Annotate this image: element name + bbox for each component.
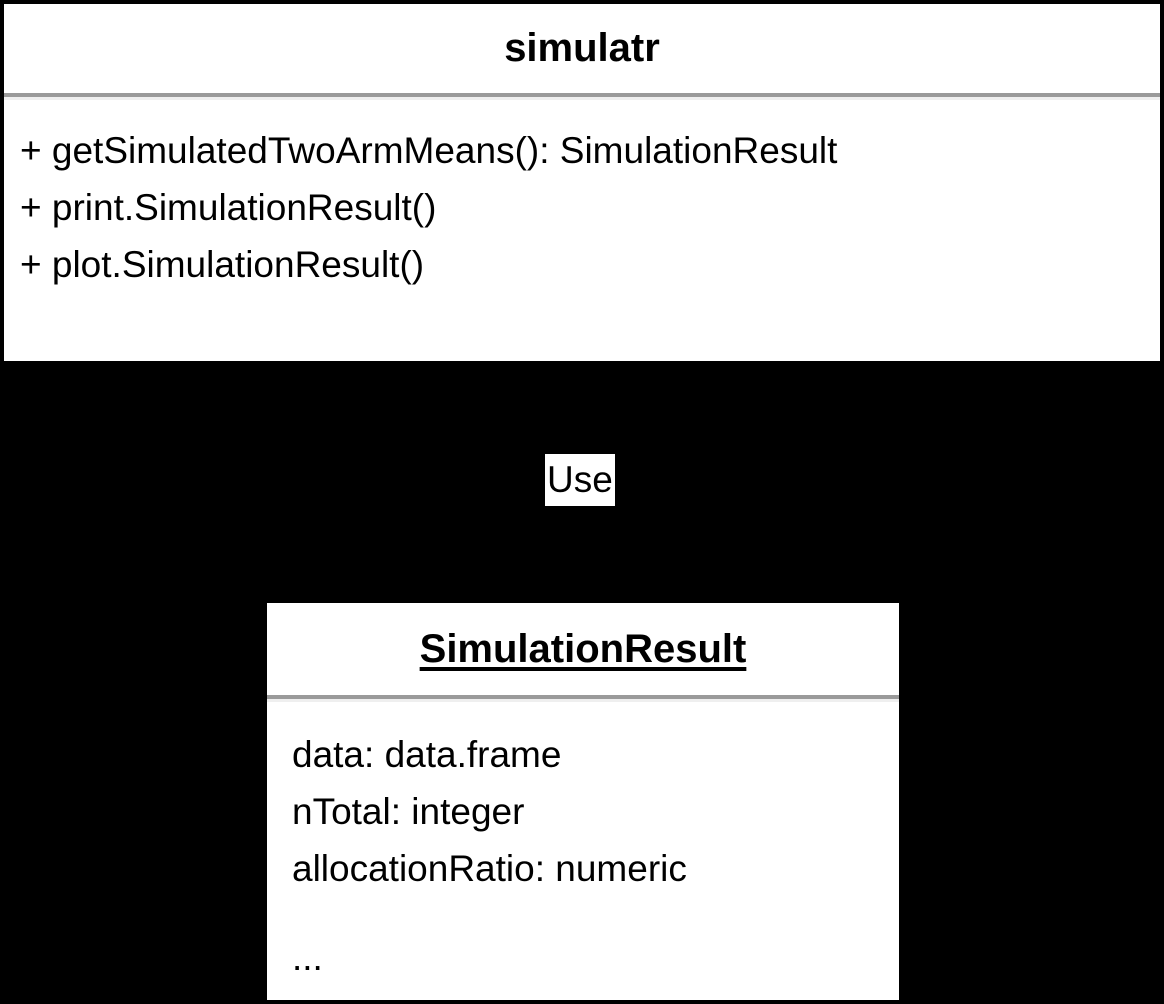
uml-class-simulatr-divider (4, 93, 1160, 100)
uml-attribute-row: allocationRatio: numeric (292, 848, 687, 889)
uml-class-simulatr[interactable]: simulatr + getSimulatedTwoArmMeans(): Si… (2, 2, 1162, 363)
uml-class-simulation-result-divider (267, 695, 899, 702)
uml-class-simulation-result-name: SimulationResult (419, 626, 747, 671)
uml-class-simulatr-members: + getSimulatedTwoArmMeans(): SimulationR… (4, 100, 1160, 361)
uml-member-row: + print.SimulationResult() (20, 187, 437, 228)
uml-class-simulation-result[interactable]: SimulationResult data: data.frame nTotal… (265, 601, 901, 1002)
relationship-use-arrowhead (574, 579, 594, 601)
uml-attribute-row: data: data.frame (292, 734, 562, 775)
uml-member-row: + getSimulatedTwoArmMeans(): SimulationR… (20, 130, 838, 171)
uml-member-row: + plot.SimulationResult() (20, 244, 425, 285)
uml-class-simulation-result-header: SimulationResult (267, 603, 899, 695)
uml-attribute-row: nTotal: integer (292, 791, 525, 832)
uml-attribute-ellipsis: ... (292, 937, 323, 978)
relationship-use-label: Use (545, 454, 615, 506)
uml-class-simulation-result-members: data: data.frame nTotal: integer allocat… (267, 702, 899, 1000)
uml-class-simulatr-header: simulatr (4, 4, 1160, 93)
uml-class-simulatr-name: simulatr (504, 26, 660, 70)
